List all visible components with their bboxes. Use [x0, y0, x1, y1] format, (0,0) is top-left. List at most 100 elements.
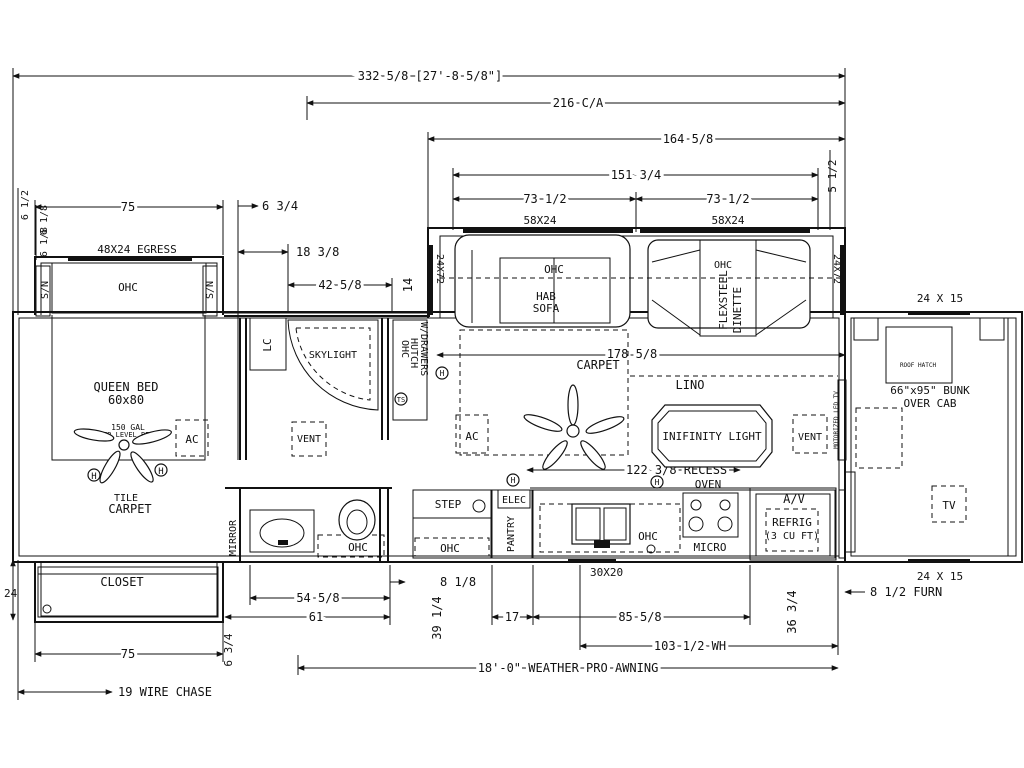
roof-hatch	[885, 326, 953, 384]
living-ceiling-fan-icon	[523, 384, 625, 470]
h-marker-kitchen-icon	[506, 473, 520, 487]
dim-ca: 216 C/A	[553, 96, 604, 110]
bathroom: LC SKYLIGHT VENT OHC HUTCH W/DRAWERS TS …	[224, 312, 449, 562]
dinette-window	[640, 228, 810, 233]
dim-closet-depth: 24	[4, 587, 18, 600]
infinity-light-label: INIFINITY LIGHT	[662, 430, 762, 443]
refrigerator	[749, 487, 837, 561]
sofa-window	[463, 228, 633, 233]
oven-label: OVEN	[695, 478, 722, 491]
ohc-bath-label: OHC	[348, 541, 368, 554]
window-24x15-top-label: 24 X 15	[917, 292, 963, 305]
shower-base	[287, 319, 379, 411]
kitchen-sink-icon	[571, 503, 631, 545]
ac-bed-label: AC	[185, 433, 198, 446]
pantry-label: PANTRY	[506, 516, 517, 552]
dim-bottom-103-1-2: 103 1/2 WH	[654, 639, 726, 653]
sink-window	[568, 559, 616, 563]
dimension-lines: 332 5/8 [27'-8 5/8"] 216 C/A 164 5/8 151…	[4, 66, 942, 700]
dim-dinette-width: 73 1/2	[706, 192, 749, 206]
dim-slide-depth: 178 5/8	[607, 347, 658, 361]
roof-hatch-label: ROOF HATCH	[900, 362, 937, 369]
dim-14: 14	[401, 278, 415, 292]
vent-kitchen-label: VENT	[798, 432, 822, 443]
egress-window	[68, 256, 192, 261]
water-bed-label-2: WATER LEVEL BED	[90, 431, 153, 439]
dim-bottom-85-5-8: 85 5/8	[618, 610, 661, 624]
infinity-light	[651, 404, 773, 468]
tv-label: TV	[942, 499, 956, 512]
cab-window-bottom	[908, 559, 970, 563]
step-ohc	[414, 537, 490, 557]
ts-label: TS	[397, 396, 405, 404]
window-24x15-bottom-label: 24 X 15	[917, 570, 963, 583]
closet-label: CLOSET	[100, 575, 143, 589]
sofa-size-label: 58X24	[523, 214, 556, 227]
bunk-label: 66"x95" BUNK	[890, 384, 970, 397]
burners-icon	[688, 499, 733, 532]
linen-closet	[249, 317, 287, 371]
h-marker-lino-text: H	[655, 478, 660, 487]
kitchen: STEP OHC ELEC PANTRY OHC 30X20 OVEN MICR…	[412, 478, 846, 579]
window-24x72-left-label: 24X72	[434, 254, 445, 284]
h-marker-kitchen-text: H	[511, 476, 516, 485]
ohc-step-label: OHC	[440, 542, 460, 555]
egress-label: 48X24 EGRESS	[97, 243, 176, 256]
queen-bed-size: 60x80	[108, 393, 144, 407]
dim-closet-width: 75	[121, 647, 135, 661]
slide-window-left	[428, 245, 433, 315]
skylight-label: SKYLIGHT	[309, 350, 357, 361]
hutch	[392, 319, 428, 421]
h-marker-text-2: H	[158, 467, 163, 477]
hutch-drawers-label: W/DRAWERS	[418, 322, 429, 376]
dim-left-offset-top: 6 1/2	[20, 190, 31, 220]
carpet-living-label: CARPET	[576, 358, 619, 372]
bath-vent	[291, 421, 327, 457]
bedroom: 48X24 EGRESS OHC S/N S/N QUEEN BED 60x80…	[35, 243, 219, 618]
dim-wire-chase: 19 WIRE CHASE	[118, 685, 212, 699]
dim-overall-length: 332 5/8 [27'-8 5/8"]	[358, 69, 503, 83]
queen-bed	[51, 315, 206, 461]
toilet-icon	[338, 499, 376, 541]
h-marker-text: H	[91, 472, 96, 482]
av-label: A/V	[783, 492, 805, 506]
dim-slide-inner: 151 3/4	[611, 168, 662, 182]
refrig-label: REFRIG	[772, 516, 812, 529]
hab-sofa-label: HAB	[536, 290, 556, 303]
living-area: 24X72 24X72 58X24 58X24 OHC HAB SOFA OHC…	[434, 214, 847, 489]
bunk-label-2: OVER CAB	[904, 397, 957, 410]
dim-furn: 8 1/2 FURN	[870, 585, 942, 599]
ac-living-label: AC	[465, 430, 478, 443]
dim-bottom-39-1-4: 39 1/4	[430, 596, 444, 639]
dim-42-5-8: 42 5/8	[318, 278, 361, 292]
cab-area: 24 X 15 24 X 15 ROOF HATCH 66"x95" BUNK …	[844, 292, 1005, 583]
dinette-size-label: 58X24	[711, 214, 744, 227]
carpet-bed-label: CARPET	[108, 502, 151, 516]
dim-wall-6-3-4: 6 3/4	[262, 199, 298, 213]
dim-slide-length: 164 5/8	[663, 132, 714, 146]
dinette-label: DINETTE	[731, 287, 744, 333]
vanity	[249, 509, 315, 553]
dim-awning: 18'-0" WEATHER PRO AWNING	[478, 661, 659, 675]
dim-bottom-61: 61	[309, 610, 323, 624]
window-24x72-right-label: 24X72	[831, 254, 842, 284]
mirror-label: MIRROR	[228, 519, 239, 556]
sink-window-label: 30X20	[590, 566, 623, 579]
hab-sofa-label-2: SOFA	[533, 302, 560, 315]
refrig-size-label: (3 CU FT)	[765, 531, 819, 542]
ohc-sofa-label: OHC	[544, 263, 564, 276]
flexsteel-label: FLEXSTEEL	[717, 270, 730, 330]
lino-label: LINO	[676, 378, 705, 392]
tile-label: TILE	[114, 493, 138, 504]
windows	[68, 228, 970, 563]
ohc-sink-label: OHC	[638, 530, 658, 543]
micro-label: MICRO	[693, 541, 726, 554]
cab-window-top	[908, 311, 970, 315]
elec-label: ELEC	[502, 495, 526, 506]
lc-label: LC	[261, 338, 274, 351]
hutch-label: HUTCH	[408, 338, 419, 368]
ohc-bed-label: OHC	[118, 281, 138, 294]
queen-bed-label: QUEEN BED	[93, 380, 158, 394]
cab-tv	[931, 485, 967, 523]
sn-right-label: S/N	[205, 281, 216, 299]
